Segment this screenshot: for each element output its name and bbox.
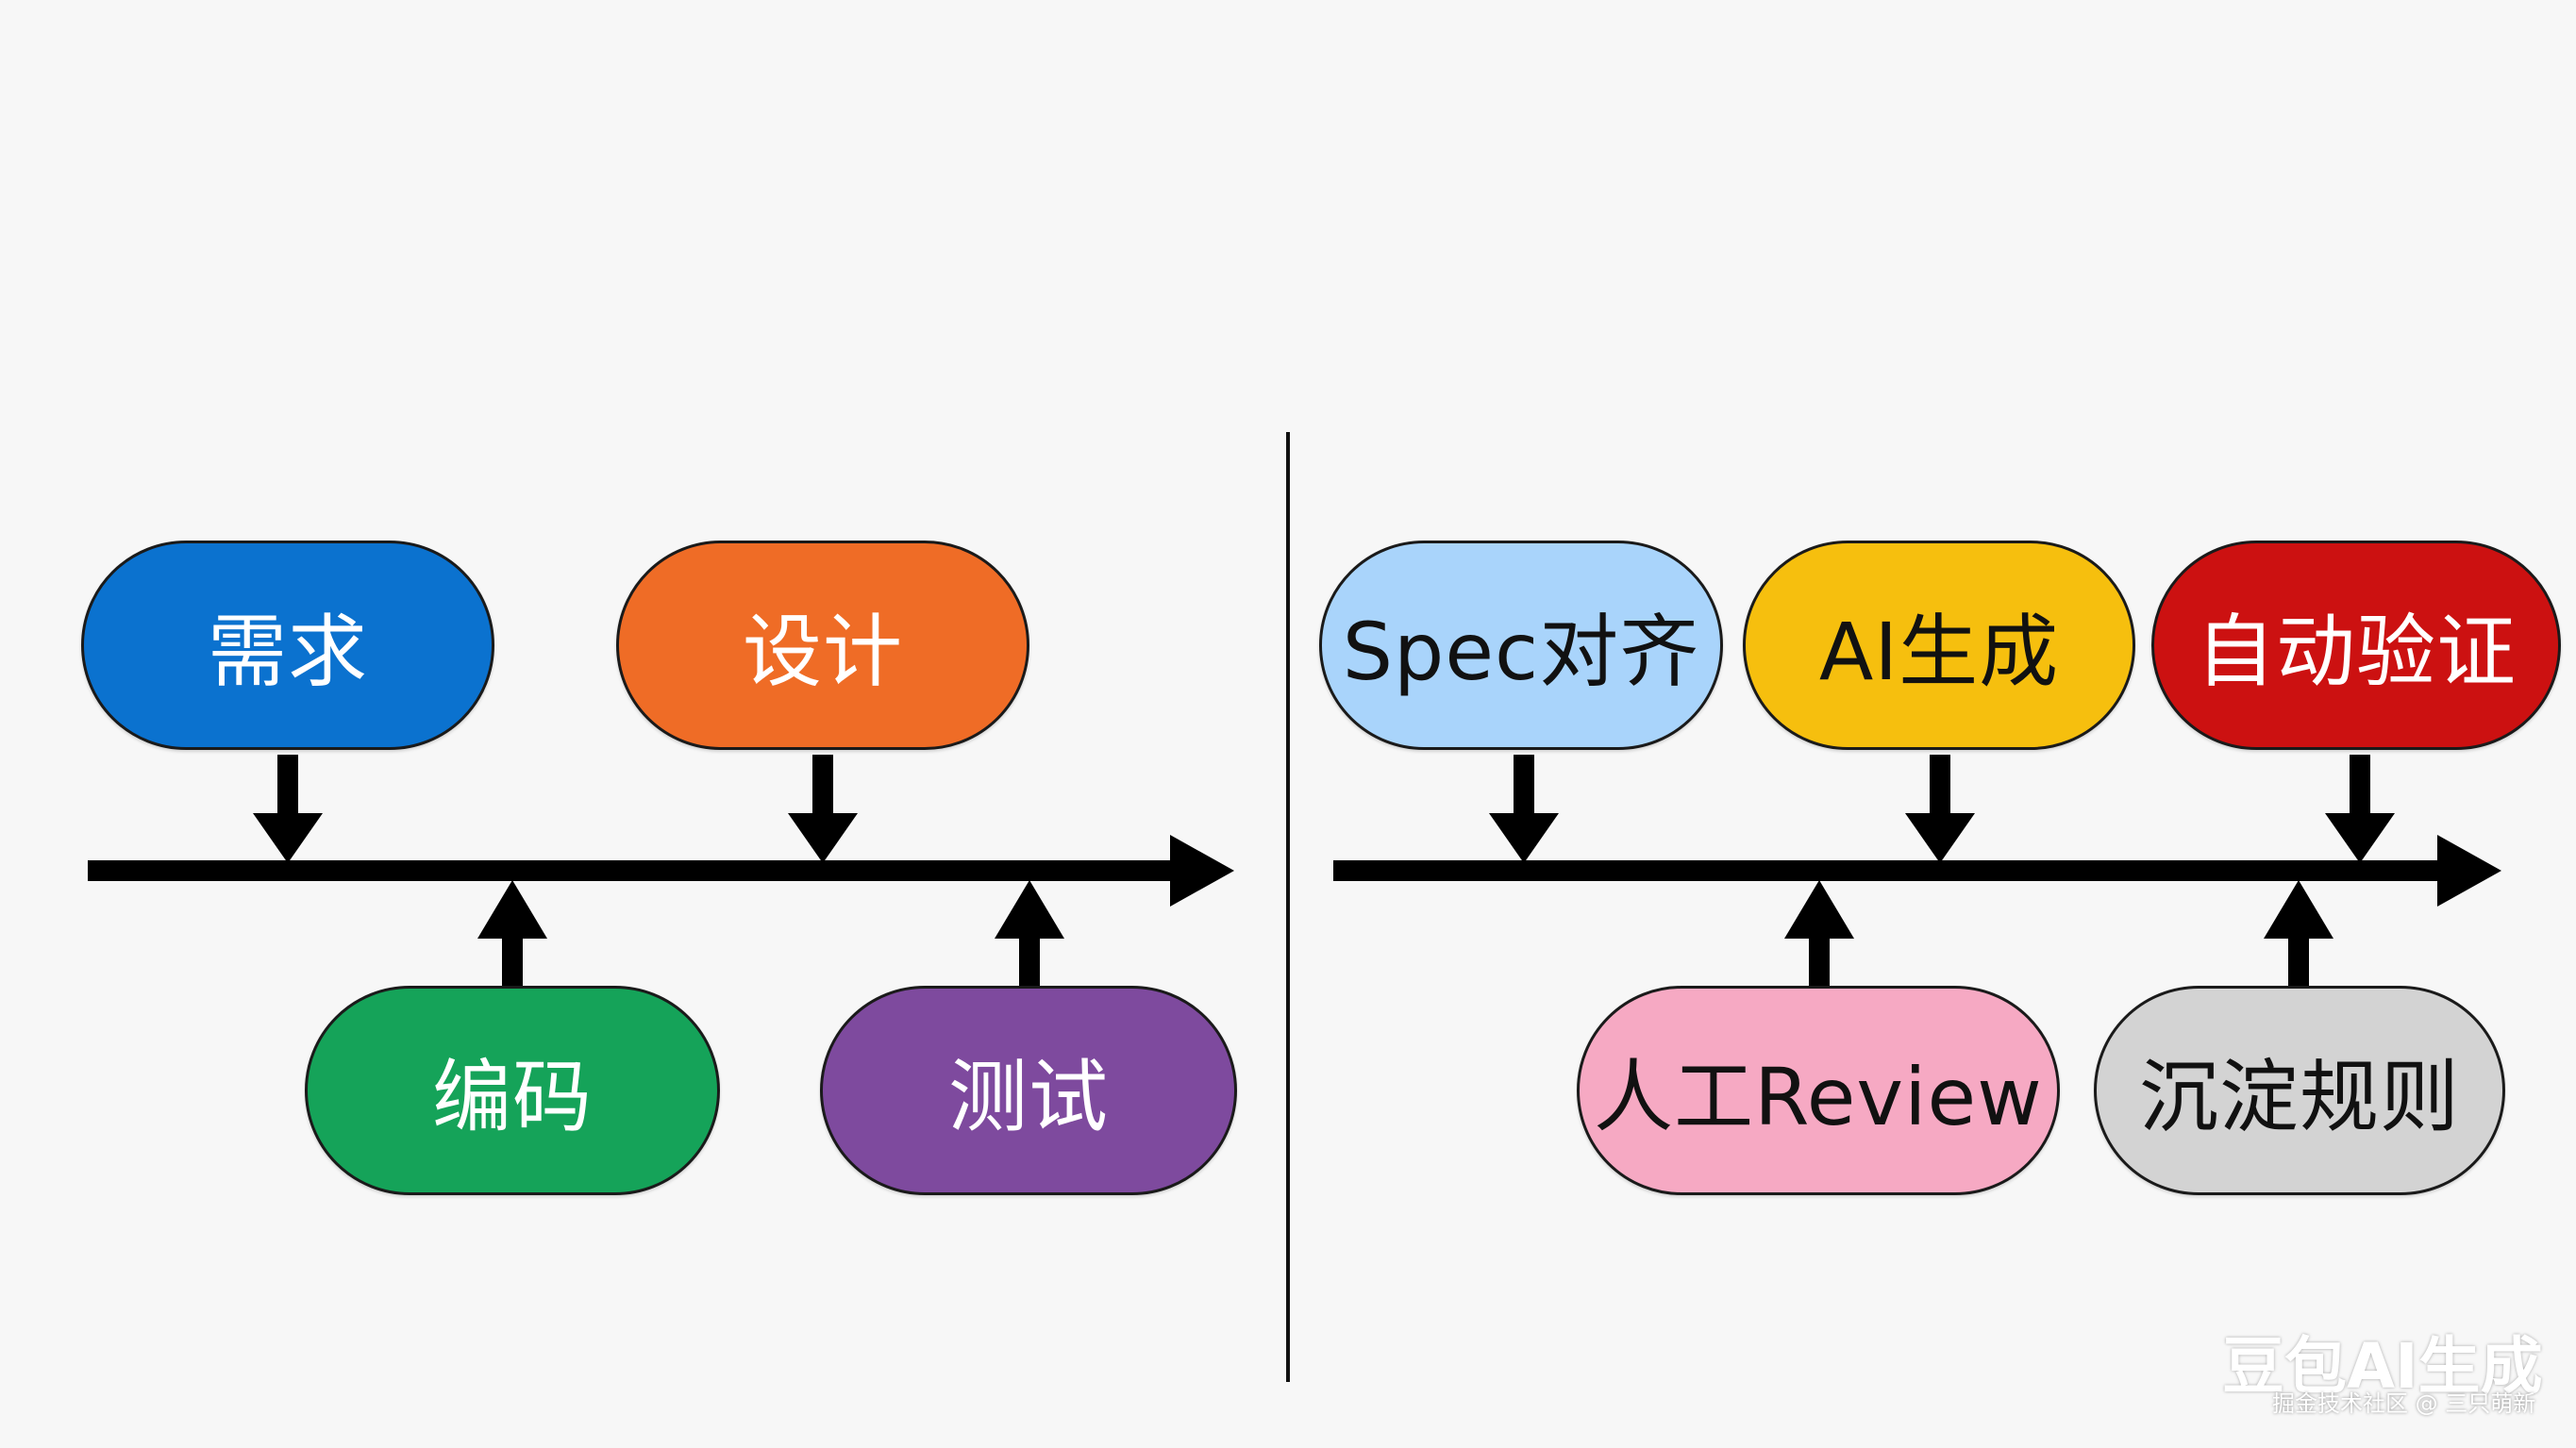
node-design: 设计 <box>616 541 1029 750</box>
node-label: 自动验证 <box>2195 605 2517 698</box>
node-ai-generation: AI生成 <box>1743 541 2135 750</box>
left-connector-1 <box>253 755 323 863</box>
left-connector-3 <box>477 880 547 986</box>
node-label: AI生成 <box>1818 605 2060 698</box>
node-label: 沉淀规则 <box>2138 1050 2460 1143</box>
node-testing: 测试 <box>820 986 1237 1195</box>
node-label: 测试 <box>947 1050 1109 1143</box>
right-connector-1 <box>1489 755 1559 863</box>
watermark-brand: 豆包AI生成 <box>2222 1330 2543 1403</box>
right-timeline <box>1333 755 2501 986</box>
node-spec-alignment: Spec对齐 <box>1319 541 1723 750</box>
left-timeline-axis <box>88 860 1182 881</box>
node-auto-verification: 自动验证 <box>2151 541 2561 750</box>
right-connector-4 <box>1784 880 1854 986</box>
node-label: 人工Review <box>1594 1050 2043 1143</box>
left-timeline <box>88 755 1234 986</box>
watermark-credit: 掘金技术社区 @ 三只萌新 <box>2272 1390 2536 1417</box>
node-rule-consolidation: 沉淀规则 <box>2094 986 2505 1195</box>
right-connector-3 <box>2325 755 2395 863</box>
node-coding: 编码 <box>305 986 720 1195</box>
node-label: 编码 <box>431 1050 593 1143</box>
left-connector-2 <box>788 755 858 863</box>
left-connector-4 <box>995 880 1064 986</box>
node-label: 设计 <box>742 605 903 698</box>
left-timeline-arrowhead <box>1170 835 1234 907</box>
node-requirements: 需求 <box>81 541 494 750</box>
right-timeline-arrowhead <box>2437 835 2501 907</box>
right-timeline-axis <box>1333 860 2450 881</box>
node-human-review: 人工Review <box>1577 986 2060 1195</box>
right-connector-5 <box>2264 880 2333 986</box>
node-label: 需求 <box>207 605 368 698</box>
node-label: Spec对齐 <box>1342 605 1700 698</box>
right-connector-2 <box>1905 755 1975 863</box>
